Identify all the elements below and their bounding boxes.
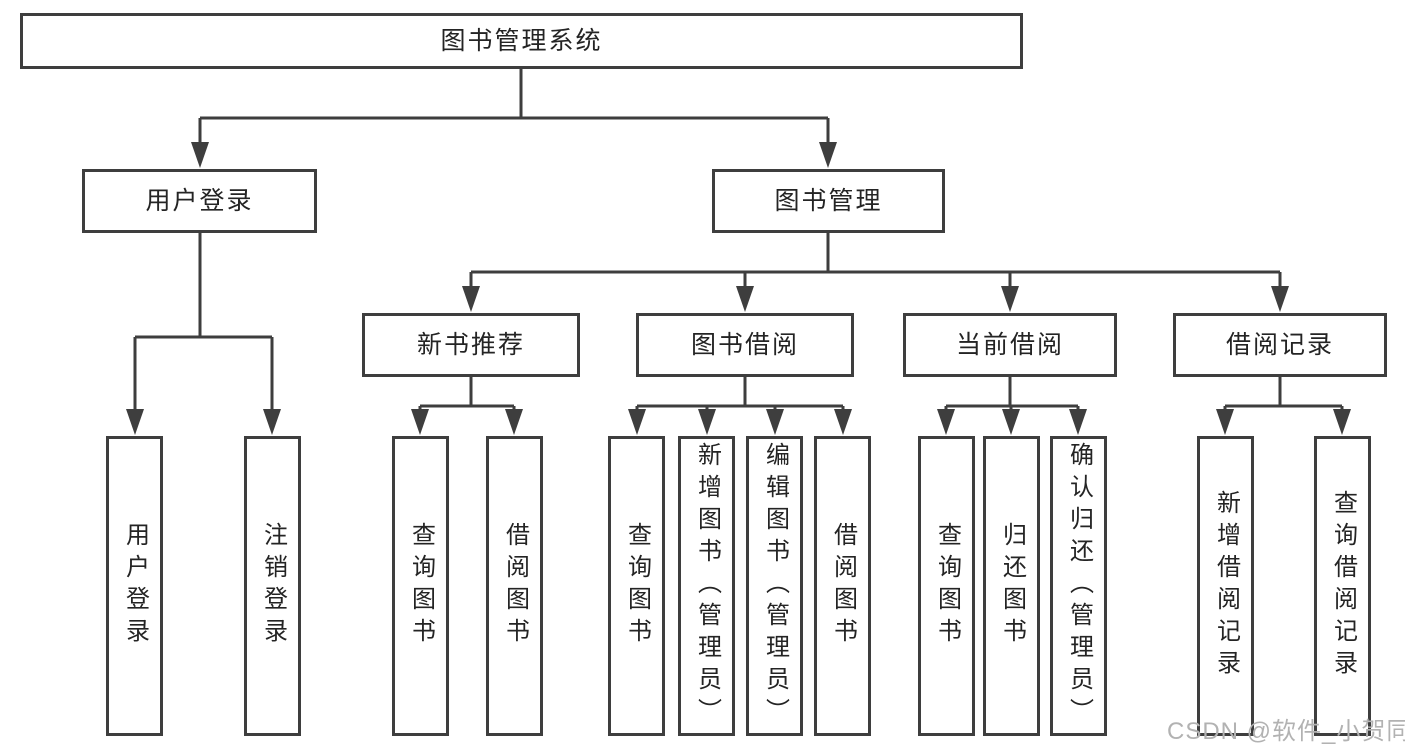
node-book-borrowing: 图书借阅 <box>636 313 854 377</box>
node-label: 新增图书（管理员） <box>693 442 721 730</box>
node-label: 注销登录 <box>259 522 287 650</box>
leaf-borrow-books-recommend: 借阅图书 <box>486 436 543 736</box>
leaf-logout: 注销登录 <box>244 436 301 736</box>
leaf-return-books: 归还图书 <box>983 436 1040 736</box>
leaf-query-books-borrow: 查询图书 <box>608 436 665 736</box>
node-book-management-module: 图书管理 <box>712 169 945 233</box>
node-label: 用户登录 <box>145 186 254 215</box>
node-label: 借阅图书 <box>501 522 529 650</box>
leaf-query-books-recommend: 查询图书 <box>392 436 449 736</box>
leaf-user-login: 用户登录 <box>106 436 163 736</box>
node-label: 用户登录 <box>121 522 149 650</box>
node-label: 编辑图书（管理员） <box>761 442 789 730</box>
node-label: 查询图书 <box>933 522 961 650</box>
node-root-system: 图书管理系统 <box>20 13 1023 69</box>
node-user-login-module: 用户登录 <box>82 169 317 233</box>
node-label: 查询图书 <box>623 522 651 650</box>
node-label: 借阅图书 <box>829 522 857 650</box>
leaf-query-borrow-record: 查询借阅记录 <box>1314 436 1371 736</box>
node-label: 图书管理 <box>774 186 883 215</box>
node-label: 确认归还（管理员） <box>1065 442 1093 730</box>
node-label: 图书管理系统 <box>440 26 603 55</box>
node-label: 查询借阅记录 <box>1329 490 1357 682</box>
leaf-add-borrow-record: 新增借阅记录 <box>1197 436 1254 736</box>
node-current-borrowing: 当前借阅 <box>903 313 1117 377</box>
node-label: 新增借阅记录 <box>1212 490 1240 682</box>
node-label: 借阅记录 <box>1225 330 1334 359</box>
node-borrowing-records: 借阅记录 <box>1173 313 1387 377</box>
leaf-confirm-return-admin: 确认归还（管理员） <box>1050 436 1107 736</box>
node-label: 当前借阅 <box>955 330 1064 359</box>
leaf-borrow-books-borrow: 借阅图书 <box>814 436 871 736</box>
node-label: 查询图书 <box>407 522 435 650</box>
node-label: 归还图书 <box>998 522 1026 650</box>
watermark-text: CSDN @软件_小贺同学 <box>1167 718 1405 745</box>
leaf-edit-books-admin: 编辑图书（管理员） <box>746 436 803 736</box>
node-label: 新书推荐 <box>416 330 525 359</box>
node-label: 图书借阅 <box>690 330 799 359</box>
leaf-query-books-current: 查询图书 <box>918 436 975 736</box>
leaf-add-books-admin: 新增图书（管理员） <box>678 436 735 736</box>
node-new-book-recommend: 新书推荐 <box>362 313 580 377</box>
